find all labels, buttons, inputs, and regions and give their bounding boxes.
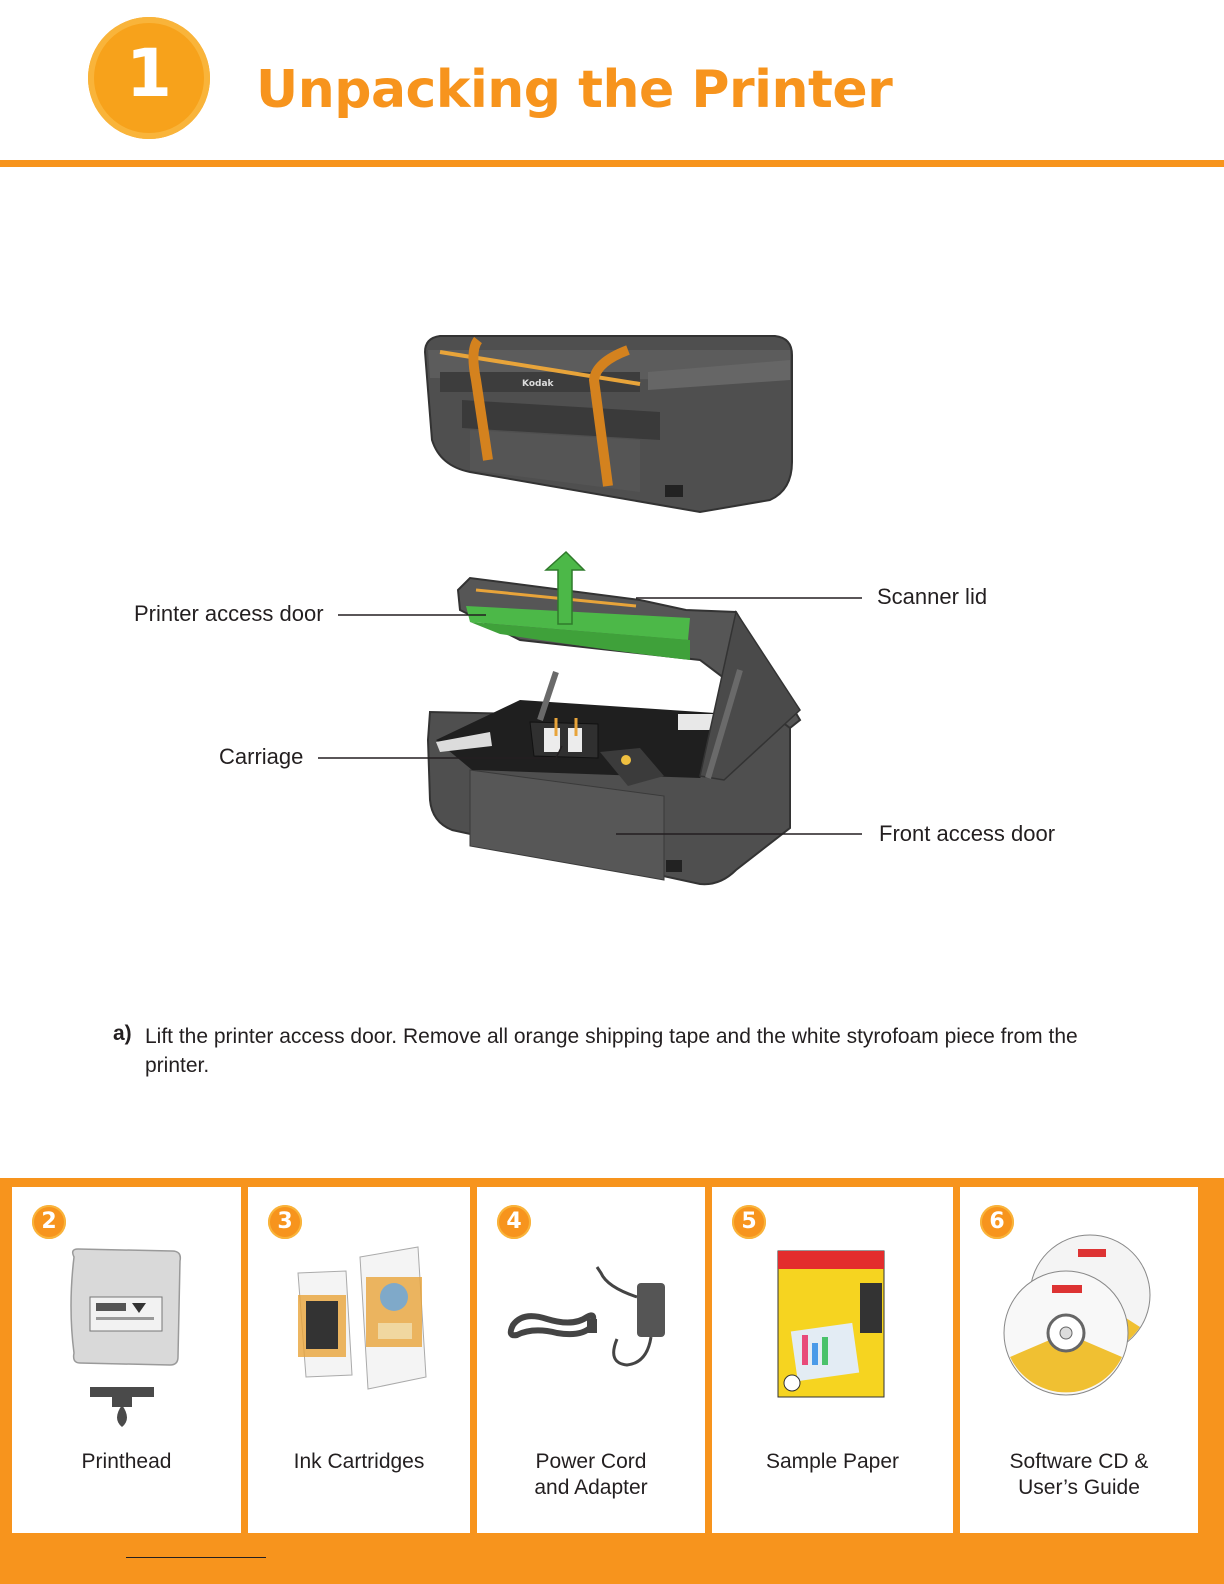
contents-item-printhead: 2 Printhead — [12, 1187, 241, 1533]
contents-item-software-cd: 6 Software CD & User’s Guide — [960, 1187, 1198, 1533]
footer-rule — [126, 1557, 266, 1558]
ink-cartridges-icon — [248, 1187, 470, 1437]
instruction-letter: a) — [113, 1022, 132, 1046]
kodak-logo: Kodak — [522, 379, 555, 389]
item-label: Software CD & User’s Guide — [960, 1449, 1198, 1501]
printer-closed-illustration: Kodak — [425, 336, 792, 512]
callout-printer-access-door: Printer access door — [134, 601, 324, 627]
callout-carriage: Carriage — [219, 744, 303, 770]
callout-front-access-door: Front access door — [879, 821, 1055, 847]
item-label: Sample Paper — [712, 1449, 953, 1475]
contents-item-sample-paper: 5 Sample Paper — [712, 1187, 953, 1533]
contents-item-ink-cartridges: 3 Ink Cartridges — [248, 1187, 470, 1533]
item-label: Printhead — [12, 1449, 241, 1475]
item-label: Ink Cartridges — [248, 1449, 470, 1475]
power-cord-icon — [477, 1187, 705, 1437]
software-cd-icon — [960, 1187, 1198, 1437]
printer-illustration: Kodak — [0, 0, 1224, 1000]
instruction-text: Lift the printer access door. Remove all… — [145, 1022, 1125, 1080]
sample-paper-icon — [712, 1187, 953, 1437]
contents-item-power-cord: 4 Power Cord and Adapter — [477, 1187, 705, 1533]
printhead-icon — [12, 1187, 241, 1437]
item-label: Power Cord and Adapter — [477, 1449, 705, 1501]
callout-scanner-lid: Scanner lid — [877, 584, 987, 610]
